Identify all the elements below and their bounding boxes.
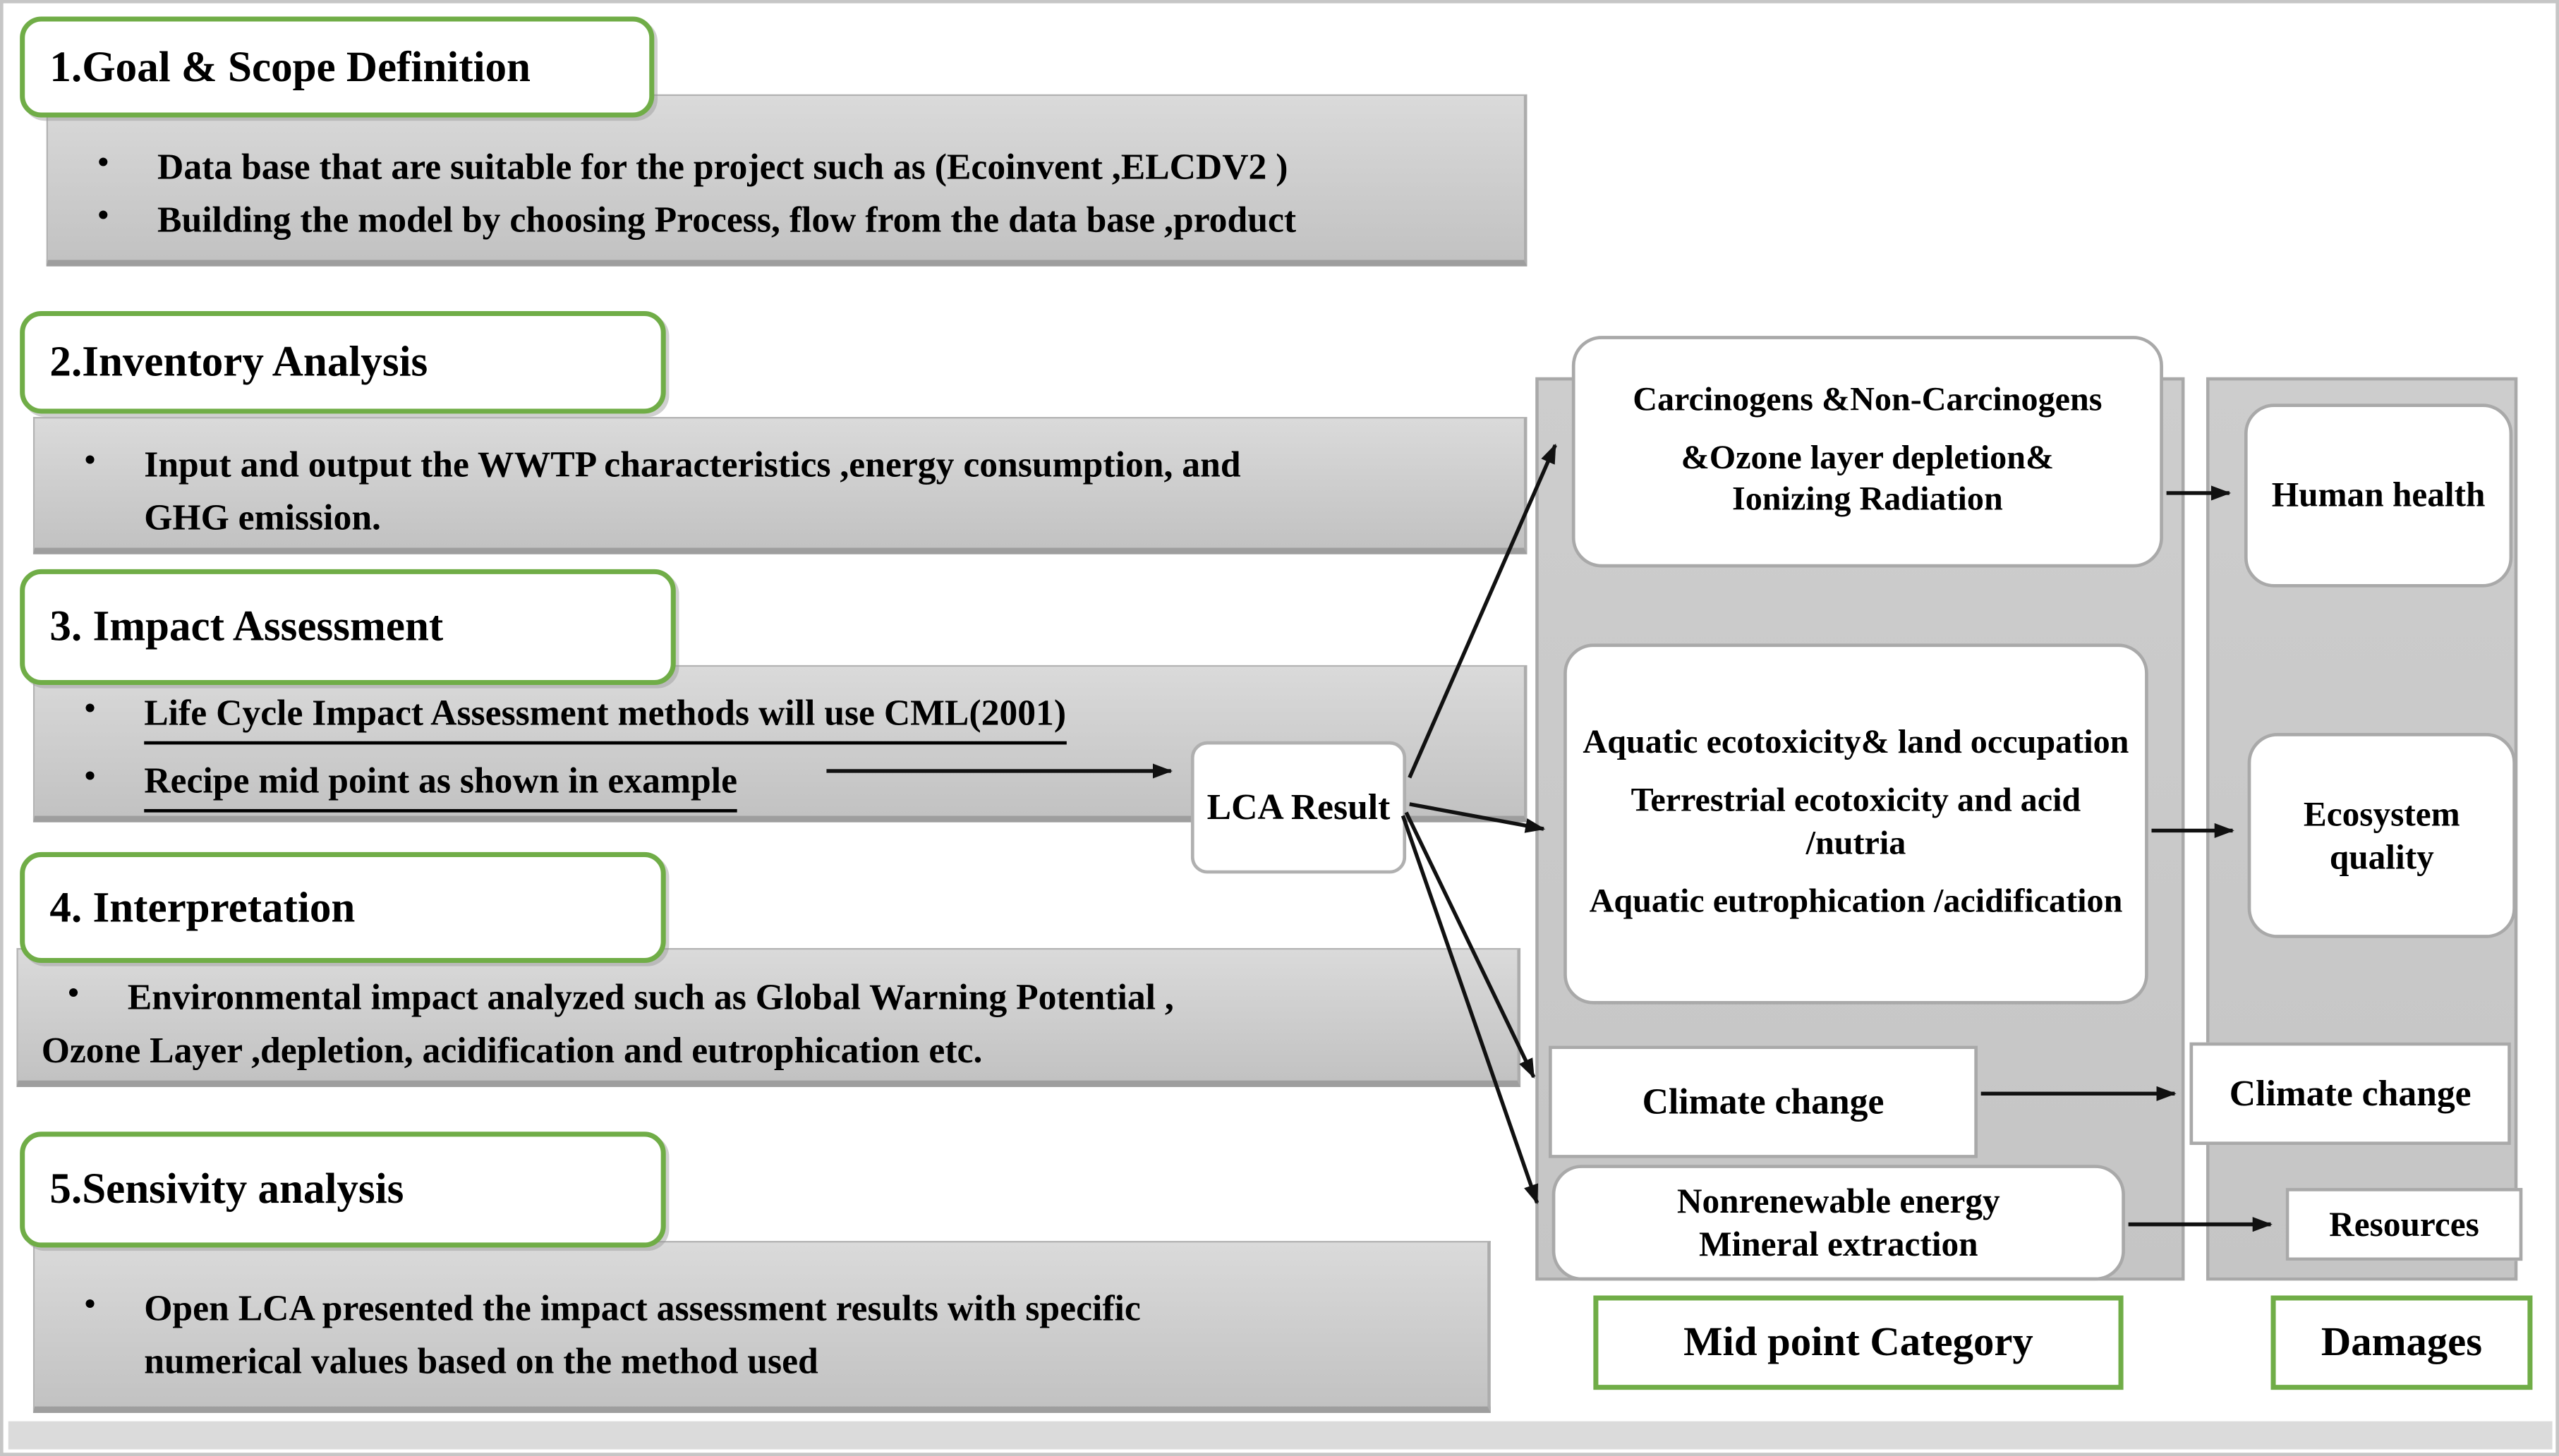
step-title: 2.Inventory Analysis [49,337,428,386]
step-title: 4. Interpretation [49,882,356,931]
bullet-text: Environmental impact analyzed such as Gl… [127,976,1174,1018]
damages-text: Climate change [2229,1072,2472,1114]
bullet-item: • Building the model by choosing Process… [48,193,1524,246]
bullet-item: • Recipe mid point as shown in example [35,754,1523,813]
midpoint-text: Climate change [1642,1080,1885,1122]
midpoint-text: &Ozone layer depletion& [1681,439,2055,476]
bullet-glyph: • [97,198,109,233]
step-4-title-box: 4. Interpretation [20,851,666,964]
midpoint-text: Nonrenewable energy [1676,1180,2000,1220]
bullet-item: • Open LCA presented the impact assessme… [35,1282,1487,1388]
bullet-text: Data base that are suitable for the proj… [157,145,1288,188]
midpoint-category-label: Mid point Category [1593,1295,2124,1390]
step-5-title-box: 5.Sensivity analysis [20,1132,666,1248]
damages-ecosystem-quality-box: Ecosystem quality [2247,733,2516,938]
midpoint-text: Carcinogens &Non-Carcinogens [1633,382,2103,418]
step-2-body: • Input and output the WWTP characterist… [32,417,1527,554]
damages-climate-change-box: Climate change [2189,1042,2511,1146]
bullet-glyph: • [84,443,96,478]
damages-label: Damages [2270,1295,2533,1390]
step-2-title-box: 2.Inventory Analysis [20,310,666,414]
midpoint-text: Terrestrial ecotoxicity and acid /nutria [1631,782,2081,862]
lca-result-label: LCA Result [1206,786,1391,828]
midpoint-text: Mineral extraction [1698,1224,1978,1264]
step-5-body: • Open LCA presented the impact assessme… [32,1241,1491,1414]
bullet-glyph: • [97,145,109,181]
bullet-glyph: • [68,976,79,1012]
damages-text: Resources [2329,1203,2479,1244]
lca-result-box: LCA Result [1190,741,1407,874]
midpoint-text: Aquatic eutrophication /acidification [1589,883,2123,920]
damages-resources-box: Resources [2285,1188,2523,1261]
step-title: 1.Goal & Scope Definition [49,42,531,90]
damages-human-health-box: Human health [2244,404,2513,588]
bullet-glyph: • [84,691,96,727]
bullet-item: • Life Cycle Impact Assessment methods w… [35,686,1523,745]
bullet-text: Input and output the WWTP characteristic… [144,443,1241,538]
step-title: 5.Sensivity analysis [49,1165,404,1213]
midpoint-nonrenewable-box: Nonrenewable energy Mineral extraction [1551,1165,2125,1281]
midpoint-text: Ionizing Radiation [1731,482,2003,519]
bullet-continuation: Ozone Layer ,depletion, acidification an… [41,1029,983,1071]
bullet-item: • Data base that are suitable for the pr… [48,140,1524,193]
damages-text: Human health [2271,475,2486,516]
bullet-text-underlined: Recipe mid point as shown in example [144,754,738,813]
bullet-glyph: • [84,1287,96,1323]
bullet-item: • Input and output the WWTP characterist… [35,439,1523,545]
bullet-glyph: • [84,759,96,794]
step-1-body: • Data base that are suitable for the pr… [46,94,1527,267]
step-title: 3. Impact Assessment [49,602,444,650]
step-3-title-box: 3. Impact Assessment [20,569,676,686]
bullet-text: Building the model by choosing Process, … [157,198,1297,240]
bottom-gray-band [8,1421,2553,1450]
midpoint-climate-change-box: Climate change [1548,1045,1978,1158]
bullet-item: • Environmental impact analyzed such as … [18,971,1518,1024]
bullet-text: Open LCA presented the impact assessment… [144,1287,1141,1382]
step-4-body: • Environmental impact analyzed such as … [16,947,1521,1087]
bullet-text-underlined: Life Cycle Impact Assessment methods wil… [144,686,1067,745]
midpoint-ecotoxicity-box: Aquatic ecotoxicity& land occupation Ter… [1563,643,2148,1005]
midpoint-text: Aquatic ecotoxicity& land occupation [1583,725,2129,762]
damages-text: Ecosystem quality [2303,793,2460,878]
step-1-title-box: 1.Goal & Scope Definition [20,16,655,118]
midpoint-carcinogens-box: Carcinogens &Non-Carcinogens &Ozone laye… [1571,336,2163,568]
